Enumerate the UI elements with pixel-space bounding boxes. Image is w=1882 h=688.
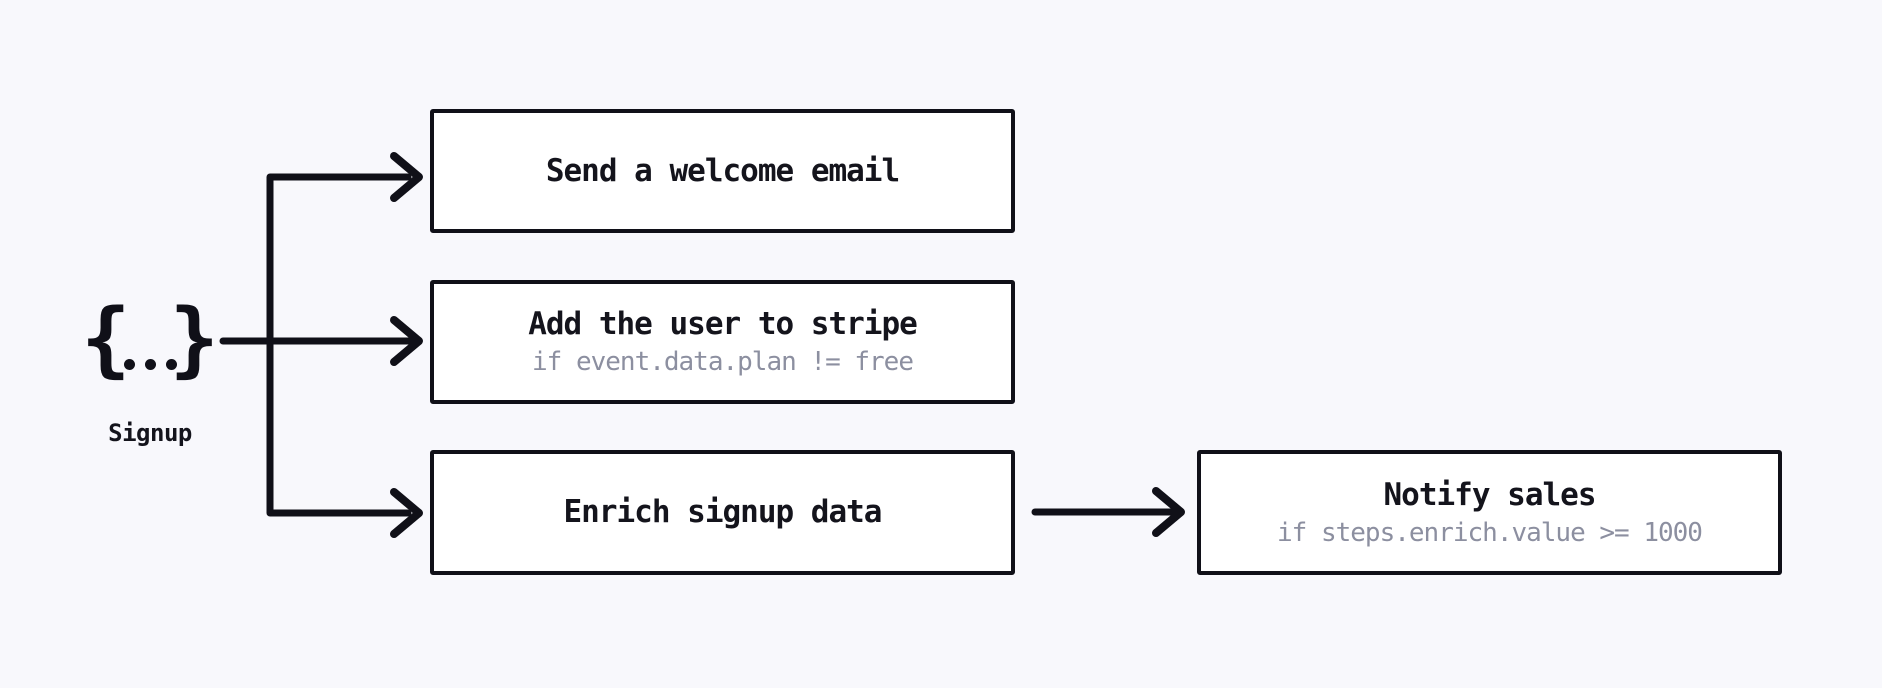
- ellipsis-dots: [123, 295, 177, 387]
- step-title: Enrich signup data: [563, 494, 883, 531]
- trigger-event: { } Signup: [60, 295, 240, 448]
- step-box-enrich-signup-data: Enrich signup data: [430, 450, 1015, 575]
- step-title: Send a welcome email: [545, 152, 900, 189]
- event-label: Signup: [108, 419, 192, 447]
- step-box-add-user-to-stripe: Add the user to stripe if event.data.pla…: [430, 280, 1015, 404]
- open-brace: {: [81, 292, 131, 387]
- close-brace: }: [169, 292, 219, 387]
- arrowhead-step-1: [390, 152, 423, 202]
- step-condition: if event.data.plan != free: [532, 347, 914, 378]
- json-braces-icon: { }: [81, 295, 219, 387]
- step-title: Notify sales: [1383, 476, 1597, 513]
- connector-branch-up: [266, 173, 412, 517]
- step-box-notify-sales: Notify sales if steps.enrich.value >= 10…: [1197, 450, 1782, 575]
- arrowhead-step-3: [390, 488, 423, 538]
- step-condition: if steps.enrich.value >= 1000: [1277, 517, 1703, 548]
- step-title: Add the user to stripe: [528, 306, 918, 343]
- step-box-send-welcome-email: Send a welcome email: [430, 109, 1015, 233]
- arrowhead-step-4: [1152, 487, 1185, 537]
- arrowhead-step-2: [390, 316, 423, 366]
